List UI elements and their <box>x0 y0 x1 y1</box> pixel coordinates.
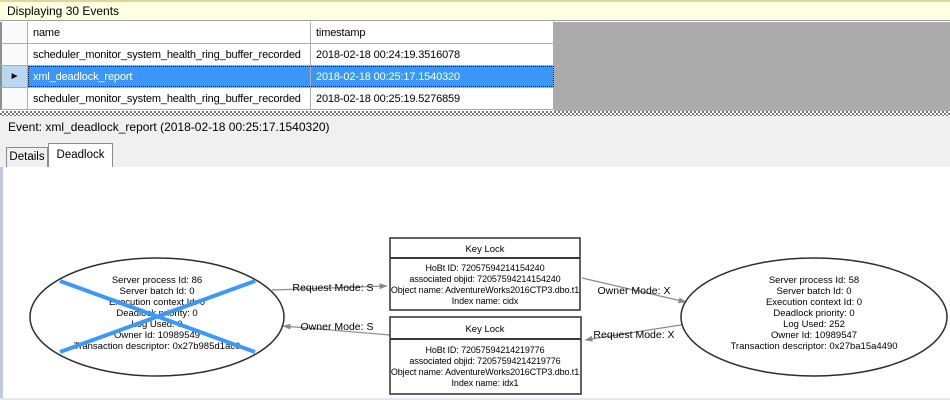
column-header-name[interactable]: name <box>28 22 311 44</box>
row-selector[interactable]: ► <box>0 66 28 88</box>
deadlock-graph-pane: Server process Id: 86 Server batch Id: 0… <box>0 167 950 400</box>
key-lock-top-node[interactable] <box>389 237 581 311</box>
edge-owner-x <box>581 277 687 304</box>
grid-header-row: name timestamp <box>0 22 554 44</box>
key-lock-bottom-line: associated objid: 72057594214219776 <box>409 356 560 366</box>
event-row[interactable]: scheduler_monitor_system_health_ring_buf… <box>0 88 554 110</box>
key-lock-top-line: Object name: AdventureWorks2016CTP3.dbo.… <box>391 285 579 295</box>
victim-cross-icon <box>59 279 256 354</box>
detail-area-background <box>0 116 950 167</box>
owner-process-line: Server batch Id: 0 <box>777 286 852 297</box>
owner-process-node[interactable] <box>680 257 948 377</box>
event-timestamp-cell[interactable]: 2018-02-18 00:24:19.3516078 <box>311 44 554 66</box>
victim-process-line: Execution context Id: 0 <box>109 297 205 308</box>
key-lock-top-title: Key Lock <box>465 244 504 255</box>
pane-left-border <box>0 167 3 400</box>
row-selector-header <box>0 22 28 44</box>
events-grid: name timestamp scheduler_monitor_system_… <box>0 22 554 110</box>
key-lock-bottom-node[interactable] <box>389 316 582 395</box>
edge-label-owner-x: Owner Mode: X <box>598 285 671 297</box>
tab-details[interactable]: Details <box>6 147 48 167</box>
event-name-cell[interactable]: scheduler_monitor_system_health_ring_buf… <box>28 88 311 110</box>
tab-deadlock[interactable]: Deadlock <box>48 143 113 167</box>
victim-process-line: Deadlock priority: 0 <box>116 308 197 319</box>
owner-process-line: Execution context Id: 0 <box>766 297 862 308</box>
key-lock-bottom-line: Index name: idx1 <box>452 378 519 388</box>
key-lock-bottom-line: HoBt ID: 72057594214219776 <box>425 345 544 355</box>
owner-process-line: Transaction descriptor: 0x27ba15a4490 <box>730 341 897 352</box>
owner-process-line: Owner Id: 10989547 <box>771 330 857 341</box>
key-lock-top-line: HoBt ID: 72057594214154240 <box>425 263 544 273</box>
victim-process-line: Owner Id: 10989549 <box>114 330 200 341</box>
event-name-cell[interactable]: xml_deadlock_report <box>28 66 311 88</box>
grid-unused-area <box>554 22 950 111</box>
key-lock-top-line: associated objid: 72057594214154240 <box>409 274 560 284</box>
edge-label-request-s: Request Mode: S <box>292 282 373 294</box>
column-header-timestamp[interactable]: timestamp <box>311 22 554 44</box>
event-name-cell[interactable]: scheduler_monitor_system_health_ring_buf… <box>28 44 311 66</box>
key-lock-top-line: Index name: cidx <box>452 296 519 306</box>
edge-request-x <box>584 323 688 342</box>
events-count-banner: Displaying 30 Events <box>0 0 950 21</box>
pane-bottom-border <box>0 398 950 400</box>
detail-tabstrip: Details Deadlock <box>0 140 950 167</box>
victim-process-line: Server batch Id: 0 <box>120 286 195 297</box>
key-lock-bottom-title: Key Lock <box>465 324 504 335</box>
event-summary-label: Event: xml_deadlock_report (2018-02-18 0… <box>8 120 330 134</box>
event-row[interactable]: scheduler_monitor_system_health_ring_buf… <box>0 44 554 66</box>
row-selector[interactable] <box>0 44 28 66</box>
owner-process-line: Server process Id: 58 <box>769 275 859 286</box>
victim-process-line: Transaction descriptor: 0x27b985d1ac0 <box>74 341 241 352</box>
event-timestamp-cell[interactable]: 2018-02-18 00:25:17.1540320 <box>311 66 554 88</box>
current-row-arrow-icon: ► <box>9 70 20 82</box>
owner-process-line: Log Used: 252 <box>783 319 845 330</box>
edge-label-owner-s: Owner Mode: S <box>301 321 374 333</box>
event-timestamp-cell[interactable]: 2018-02-18 00:25:19.5276859 <box>311 88 554 110</box>
event-row-selected[interactable]: ► xml_deadlock_report 2018-02-18 00:25:1… <box>0 66 554 88</box>
owner-process-line: Deadlock priority: 0 <box>773 308 854 319</box>
edge-owner-s <box>282 323 391 336</box>
edge-request-s <box>271 283 388 291</box>
row-selector[interactable] <box>0 88 28 110</box>
edge-label-request-x: Request Mode: X <box>593 329 674 341</box>
victim-process-line: Server process Id: 86 <box>112 275 202 286</box>
key-lock-bottom-line: Object name: AdventureWorks2016CTP3.dbo.… <box>391 367 579 377</box>
deadlock-graph-svg: Server process Id: 86 Server batch Id: 0… <box>29 237 948 395</box>
victim-process-line: Log Used: 0 <box>131 319 182 330</box>
grid-detail-splitter[interactable] <box>0 111 950 116</box>
